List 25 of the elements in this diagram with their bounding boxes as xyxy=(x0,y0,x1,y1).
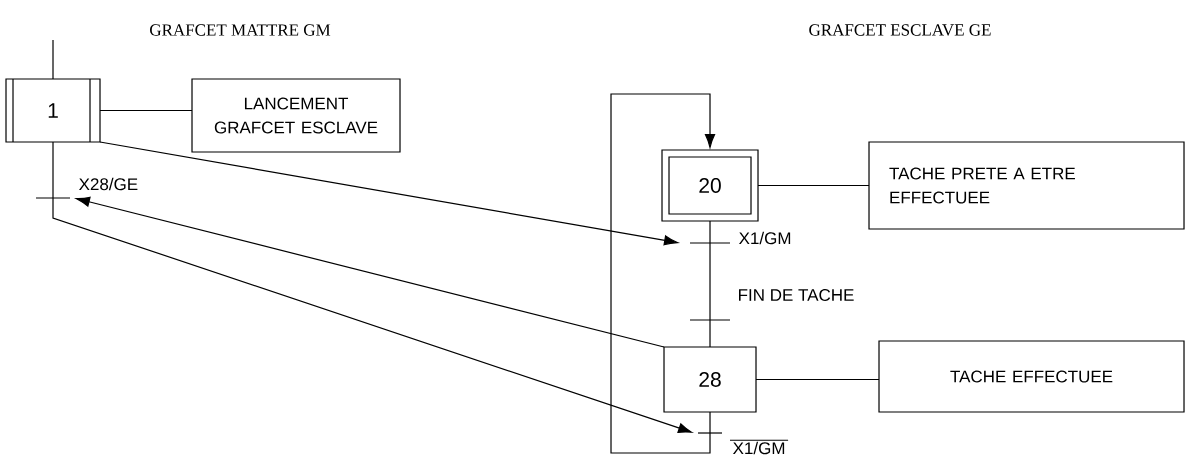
arrow xyxy=(52,197,693,433)
grafcet-title: GRAFCET MATTRE GM xyxy=(150,24,331,36)
arrow xyxy=(76,196,665,348)
macro-step-box: 1 xyxy=(5,78,101,143)
transition-label: X28/GE xyxy=(79,177,138,191)
action-box: TACHE EFFECTUEE xyxy=(878,340,1185,413)
arrow xyxy=(99,141,678,246)
grafcet-title: GRAFCET ESCLAVE GE xyxy=(809,24,991,36)
arrow xyxy=(610,93,716,454)
link-line xyxy=(757,184,870,187)
transition-label: X1/GM xyxy=(729,439,789,455)
link-line xyxy=(99,109,193,112)
link-line xyxy=(52,39,54,80)
link-line xyxy=(709,242,711,321)
link-line xyxy=(52,141,54,199)
initial-step-box: 20 xyxy=(661,149,759,222)
step-box: 28 xyxy=(663,346,757,413)
action-box: LANCEMENT GRAFCET ESCLAVE xyxy=(191,78,401,153)
link-line xyxy=(709,220,711,244)
transition-label: X1/GM xyxy=(739,231,791,245)
link-line xyxy=(709,411,711,434)
transition-label: FIN DE TACHE xyxy=(739,289,854,302)
action-box: TACHE PRETE A ETRE EFFECTUEE xyxy=(868,141,1185,230)
link-line xyxy=(755,378,880,381)
link-line xyxy=(709,319,711,348)
